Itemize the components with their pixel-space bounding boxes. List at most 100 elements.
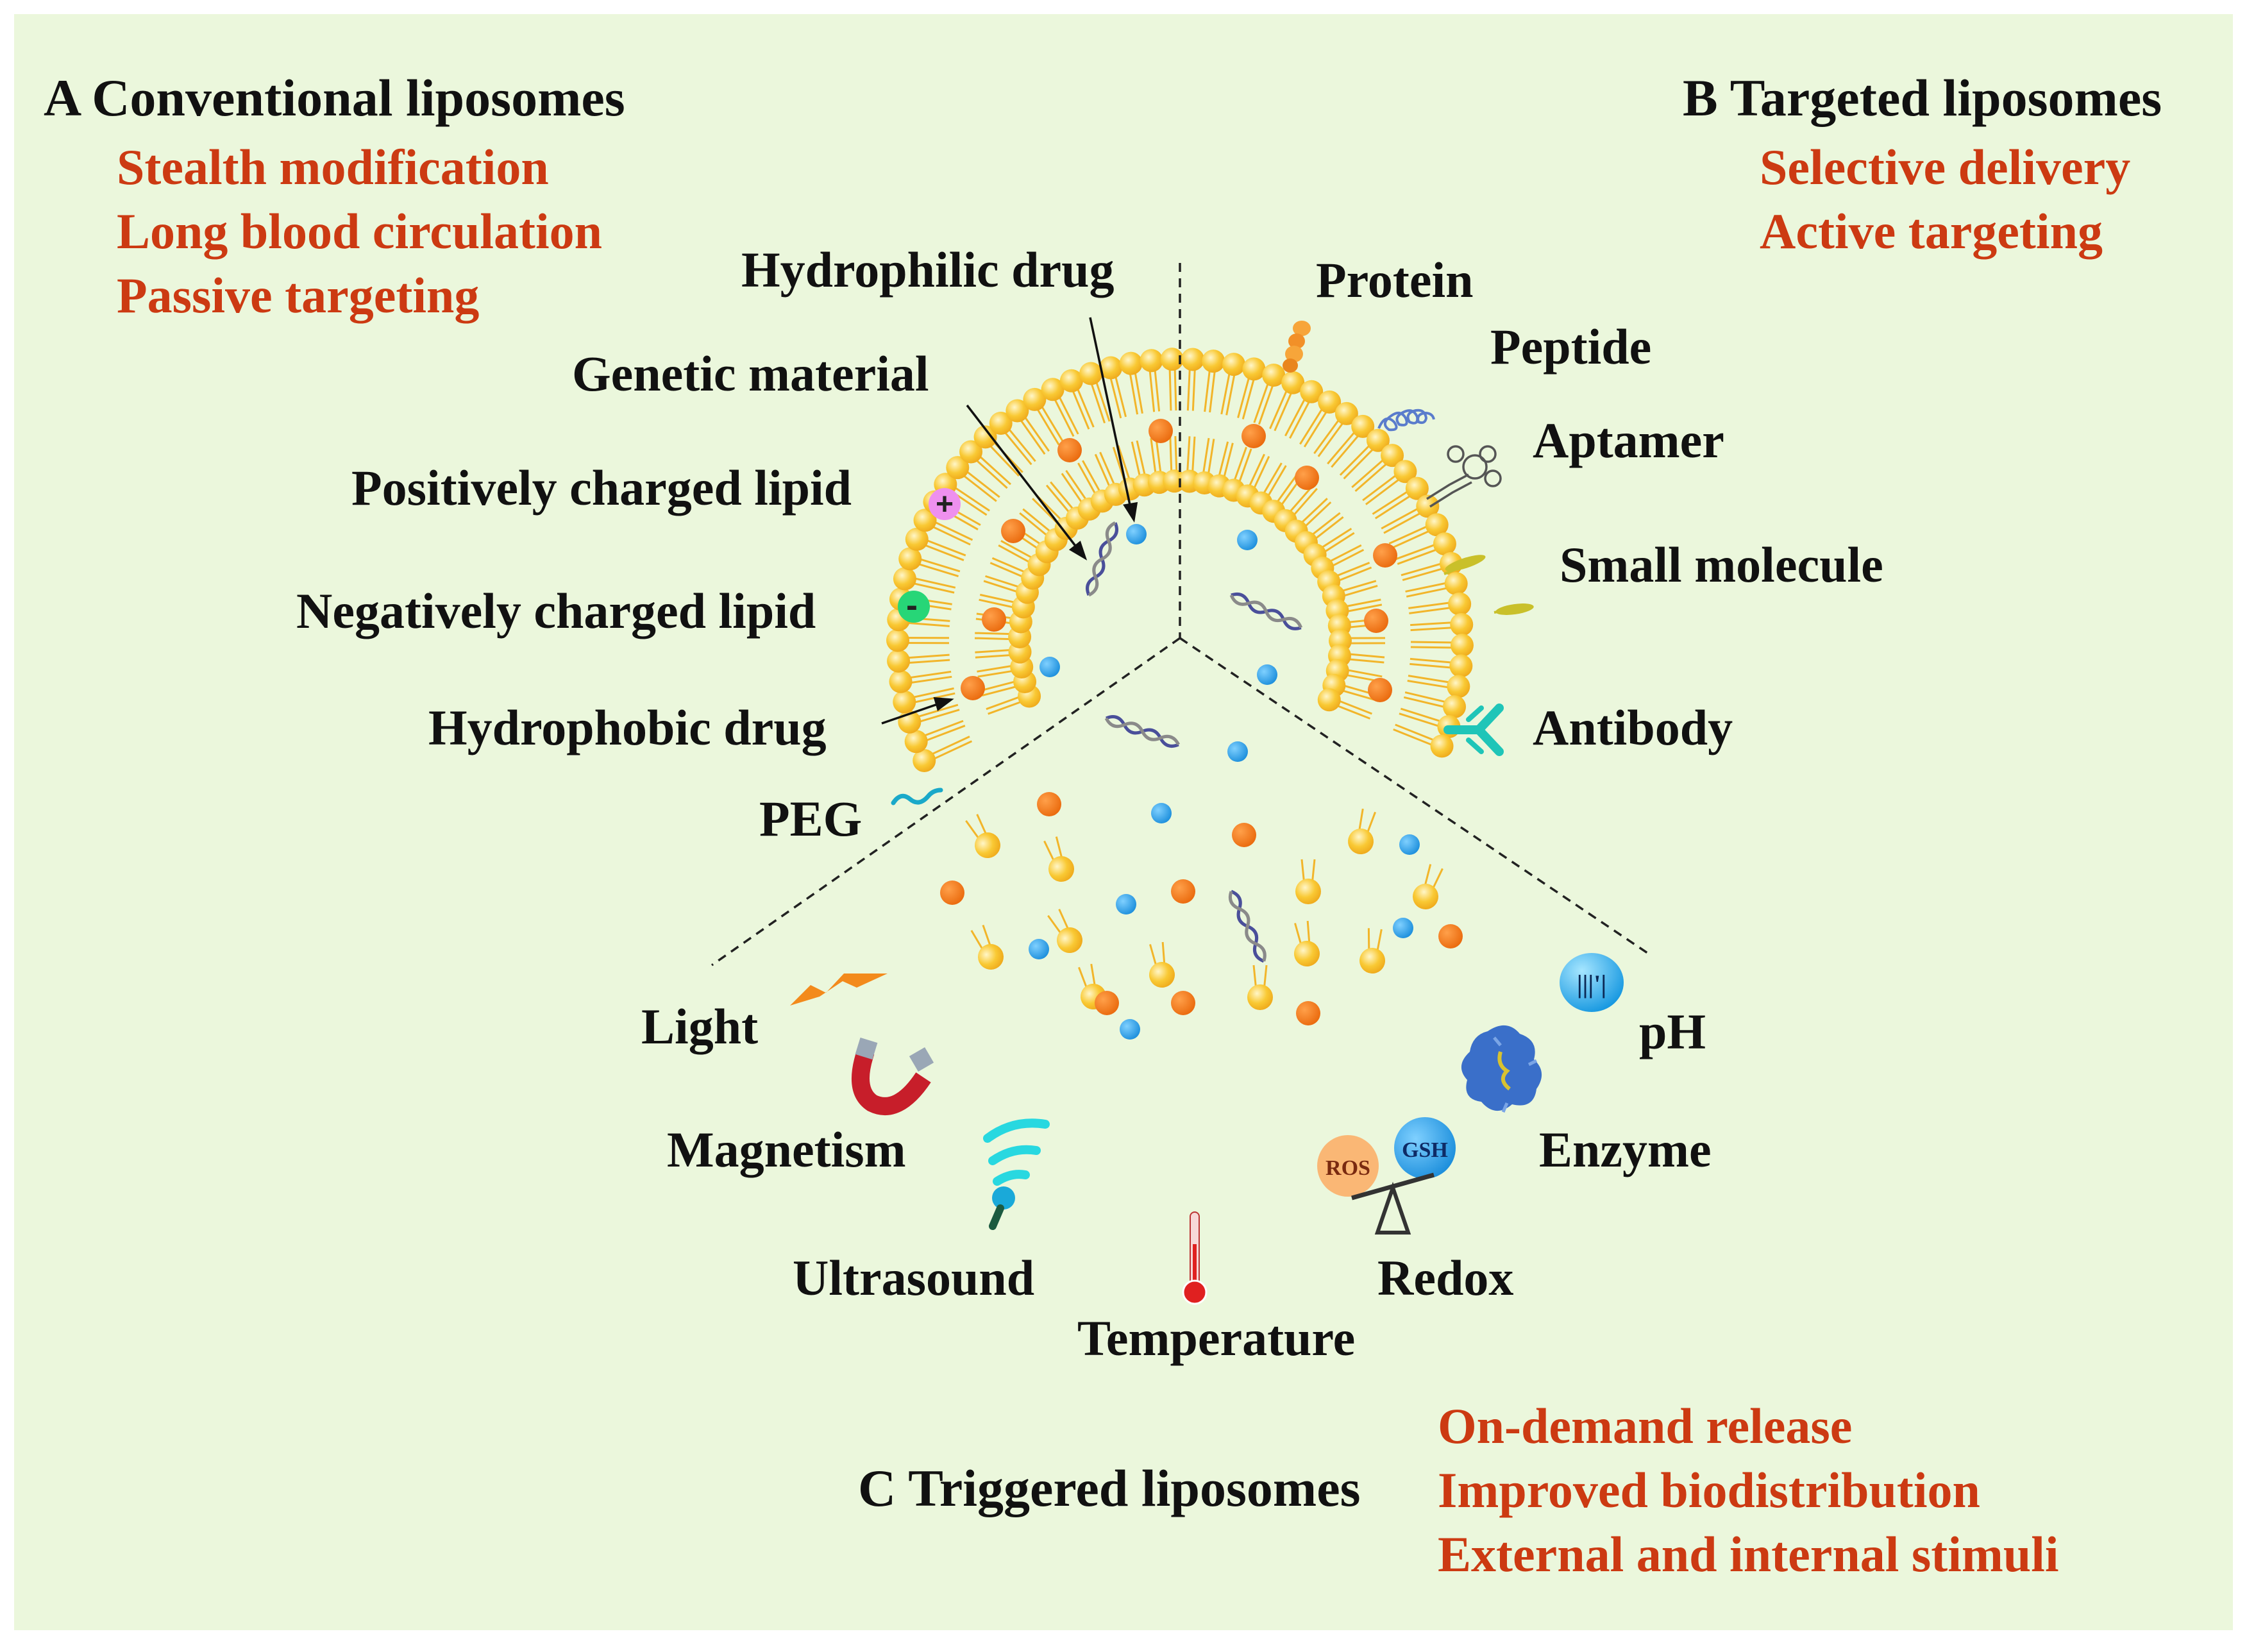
antibody-label: Antibody	[1533, 700, 1733, 755]
lipid-head	[1059, 369, 1083, 392]
lipid-head	[1433, 532, 1456, 556]
peptide-icon	[1377, 409, 1435, 432]
free-lipid	[1295, 859, 1321, 904]
lipid-head	[946, 456, 970, 480]
magnetism-label: Magnetism	[667, 1122, 906, 1177]
lipid-head	[893, 690, 916, 714]
section-b-title: B Targeted liposomes	[1683, 69, 2162, 127]
redox-label: Redox	[1377, 1250, 1514, 1306]
free-lipid	[1348, 808, 1377, 854]
lipid-head	[1300, 380, 1324, 403]
lipid-head	[1430, 734, 1454, 758]
lipid-head	[1119, 351, 1143, 375]
antibody-icon	[1443, 704, 1504, 756]
hydrophobic-drug-dot	[1364, 609, 1388, 633]
section-a-feature: Long blood circulation	[117, 203, 603, 259]
lipid-head	[887, 649, 911, 673]
figure-panel	[14, 14, 2233, 1630]
lipid-head	[1041, 378, 1065, 401]
hydrophobic-drug-dot	[1001, 519, 1025, 543]
hydrophobic-drug-dot	[1232, 823, 1256, 847]
hydrophobic-drug-label: Hydrophobic drug	[428, 700, 827, 755]
hydrophobic-drug-dot	[1296, 1001, 1320, 1025]
section-c-feature: Improved biodistribution	[1438, 1462, 1980, 1518]
lipid-head	[1281, 371, 1305, 394]
lipid-head	[1202, 350, 1225, 373]
section-c-title: C Triggered liposomes	[858, 1459, 1361, 1517]
dna-icon	[1104, 715, 1180, 748]
lipid-head	[893, 567, 916, 591]
lipid-head	[1099, 356, 1123, 380]
dna-icon	[1086, 521, 1118, 597]
hydrophobic-drug-dot	[1057, 438, 1082, 462]
lipid-head	[1449, 654, 1473, 678]
lipid-head	[1023, 387, 1047, 411]
hydrophilic-drug-label: Hydrophilic drug	[741, 242, 1115, 298]
positive-lipid-label: Positively charged lipid	[351, 460, 852, 516]
section-dividers	[711, 263, 1652, 966]
redox-balance-icon: ROS GSH	[1317, 1117, 1456, 1235]
lipid-head	[1416, 494, 1440, 518]
lipid-head	[1450, 612, 1474, 636]
hydrophobic-drug-dot	[982, 607, 1006, 632]
negative-charge-icon: -	[898, 586, 930, 625]
hydrophilic-drug-dot	[1120, 1019, 1140, 1040]
hydrophobic-drug-dot	[1095, 991, 1119, 1015]
ultrasound-icon	[983, 1118, 1050, 1230]
lipid-head	[1381, 444, 1404, 468]
hydrophilic-drug-dot	[1039, 657, 1060, 677]
negative-lipid-label: Negatively charged lipid	[296, 583, 816, 639]
lipid-heads	[886, 348, 1474, 772]
hydrophobic-drug-dot	[1171, 991, 1195, 1015]
section-c-feature: On-demand release	[1438, 1398, 1853, 1454]
hydrophobic-drug-dot	[1149, 419, 1173, 443]
hydrophobic-drug-dot	[1373, 543, 1397, 568]
lipid-head	[1447, 675, 1470, 698]
lipid-head	[1334, 401, 1358, 425]
aptamer-label: Aptamer	[1533, 412, 1724, 468]
hydrophilic-drug-dot	[1126, 524, 1147, 544]
svg-text:GSH: GSH	[1402, 1138, 1448, 1162]
hydrophilic-drug-dot	[1237, 530, 1258, 550]
arrowhead-icon	[1068, 541, 1088, 560]
lipid-head	[1425, 513, 1449, 537]
lipid-head	[1450, 634, 1474, 657]
lipid-head	[913, 509, 937, 532]
enzyme-icon	[1461, 1025, 1542, 1113]
lipid-head	[1262, 363, 1286, 387]
enzyme-label: Enzyme	[1539, 1122, 1712, 1177]
dna-icon	[1229, 592, 1303, 630]
light-bolt-icon	[790, 973, 888, 1006]
free-lipid	[1247, 965, 1273, 1010]
svg-text:+: +	[936, 487, 954, 521]
section-a-feature: Passive targeting	[117, 267, 480, 323]
section-a-feature: Stealth modification	[117, 139, 549, 195]
genetic-material-label: Genetic material	[572, 346, 929, 401]
hydrophilic-drug-dot	[1151, 803, 1172, 823]
temperature-label: Temperature	[1077, 1310, 1356, 1366]
small-molecule-label: Small molecule	[1560, 537, 1883, 593]
hydrophilic-drug-dot	[1257, 664, 1277, 685]
section-c-feature: External and internal stimuli	[1438, 1526, 2059, 1582]
lipid-head	[973, 425, 997, 449]
drug-molecules	[940, 419, 1463, 1040]
peg-icon	[891, 788, 943, 805]
peg-label: PEG	[759, 791, 863, 847]
svg-text:-: -	[906, 586, 918, 625]
free-lipid	[1413, 864, 1443, 909]
lipid-head	[889, 670, 913, 693]
lipid-head	[886, 628, 910, 652]
arrowhead-icon	[933, 697, 954, 711]
section-b-feature: Selective delivery	[1760, 139, 2131, 195]
free-lipid	[970, 924, 1004, 970]
free-lipid	[1359, 928, 1385, 973]
svg-text:|||'|: |||'|	[1577, 970, 1606, 999]
ph-label: pH	[1639, 1004, 1706, 1059]
lipid-head	[898, 547, 922, 571]
lipid-head	[1079, 362, 1103, 385]
hydrophilic-drug-dot	[1029, 939, 1049, 959]
lipid-head	[1366, 428, 1390, 452]
aptamer-icon	[1426, 445, 1502, 508]
hydrophobic-drug-dot	[961, 676, 985, 700]
protein-label: Protein	[1316, 252, 1474, 308]
